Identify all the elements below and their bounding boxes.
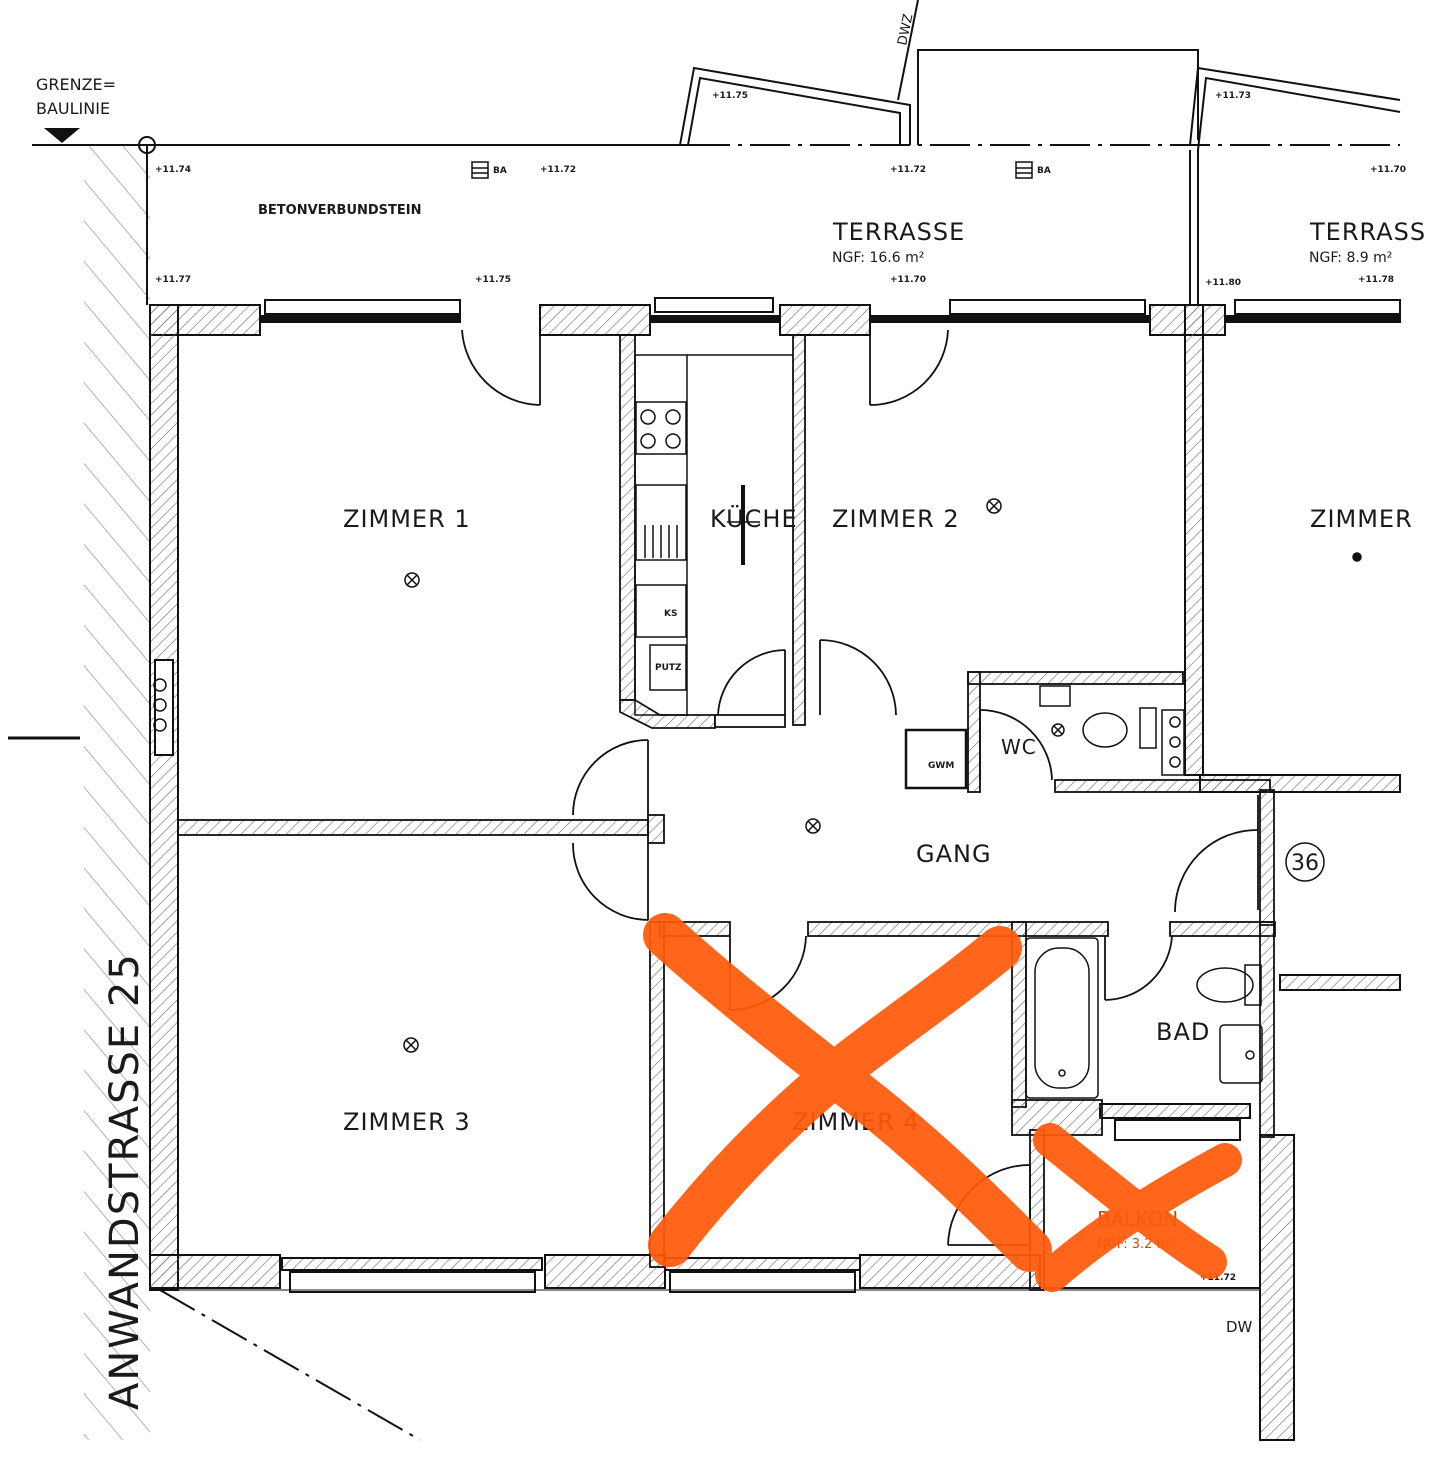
- terrace-main-name: TERRASSE: [832, 218, 965, 246]
- level-mark: +11.80: [1205, 278, 1241, 288]
- room-label-bad: BAD: [1156, 1018, 1210, 1046]
- room-label-wc: WC: [1001, 735, 1037, 759]
- unit-number-circle: [1285, 842, 1325, 882]
- level-mark: +11.74: [155, 165, 191, 175]
- light-icons: [403, 498, 1362, 1053]
- terrace-main-area: NGF: 16.6 m²: [832, 250, 924, 266]
- border-label-line-1: GRENZE=: [36, 75, 116, 94]
- level-mark: +11.78: [1358, 275, 1394, 285]
- level-mark: +11.72: [1200, 1273, 1236, 1283]
- level-mark: +11.77: [155, 275, 191, 285]
- level-mark: +11.72: [540, 165, 576, 175]
- fixture-mark: PUTZ: [655, 663, 682, 673]
- level-mark: +11.70: [890, 275, 926, 285]
- room-label-zimmer-right: ZIMMER: [1310, 505, 1413, 533]
- drain-mark: BA: [1037, 166, 1051, 176]
- bay-outline: [679, 0, 1401, 305]
- diagonal-line: [159, 1289, 421, 1441]
- dwz-label: DWZ: [895, 13, 916, 47]
- level-mark: +11.75: [475, 275, 511, 285]
- border-label-line-2: BAULINIE: [36, 99, 110, 118]
- border-line: [32, 136, 1400, 154]
- level-mark: +11.72: [890, 165, 926, 175]
- door-swings: [461, 329, 1259, 1246]
- room-label-kueche: KÜCHE: [710, 504, 798, 533]
- property-hatch: [84, 145, 150, 1440]
- drain-icons: [471, 161, 1033, 179]
- windows-bottom: [154, 659, 1251, 1293]
- border-marker-icon: [44, 128, 80, 143]
- cross-out-mark: [643, 913, 1242, 1292]
- interior-walls: [177, 334, 1276, 1291]
- fixture-mark: GWM: [928, 761, 954, 771]
- paving-label: BETONVERBUNDSTEIN: [258, 203, 422, 218]
- unit-number: 36: [1291, 851, 1319, 876]
- dw-label: DW: [1226, 1318, 1253, 1336]
- terrace-right-area: NGF: 8.9 m²: [1309, 250, 1392, 266]
- level-mark: +11.70: [1370, 165, 1406, 175]
- kitchen-fixtures: [634, 354, 793, 716]
- level-mark: +11.73: [1215, 91, 1251, 101]
- bathroom-fixtures: [153, 678, 1263, 1099]
- room-label-zimmer-3: ZIMMER 3: [343, 1108, 471, 1136]
- level-mark: +11.75: [712, 91, 748, 101]
- room-label-zimmer-1: ZIMMER 1: [343, 505, 471, 533]
- exterior-walls: [149, 304, 1401, 1441]
- windows-top: [259, 297, 1401, 323]
- terrace-right-name: TERRASS: [1309, 218, 1426, 246]
- drain-mark: BA: [493, 166, 507, 176]
- street-label: ANWANDSTRASSE 25: [102, 952, 148, 1410]
- room-label-zimmer-2: ZIMMER 2: [832, 505, 960, 533]
- room-label-gang: GANG: [916, 840, 992, 868]
- fixture-mark: KS: [664, 609, 677, 619]
